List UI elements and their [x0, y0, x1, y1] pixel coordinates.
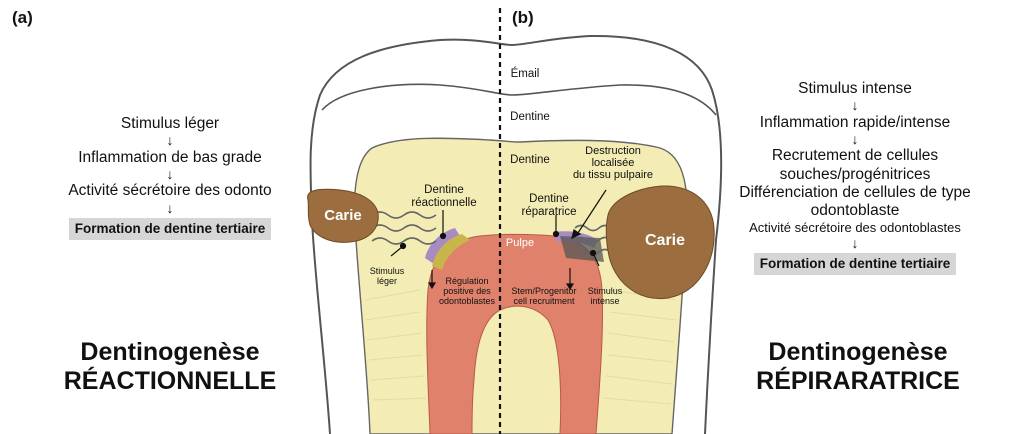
label-destruction: Destruction localisée du tissu pulpaire	[572, 145, 654, 182]
pulp-region	[426, 233, 604, 434]
arrow-down-icon: ↓	[851, 97, 859, 114]
left-flow: Stimulus léger ↓ Inflammation de bas gra…	[20, 115, 320, 240]
left-step-1: Stimulus léger	[120, 115, 220, 132]
caries-left	[307, 188, 379, 243]
right-step-4a: Différenciation de cellules de type	[739, 183, 971, 201]
label-stimulus-intense: Stimulus intense	[587, 286, 623, 307]
right-flow: Stimulus intense ↓ Inflammation rapide/i…	[725, 80, 985, 276]
label-stimulus-leger: Stimulus léger	[369, 266, 405, 287]
label-carie-right: Carie	[644, 232, 686, 249]
panel-label-b: (b)	[512, 8, 534, 27]
left-step-3: Activité sécrétoire des odonto	[68, 182, 272, 200]
arrow-down-icon: ↓	[166, 132, 174, 149]
caries-right	[605, 185, 715, 300]
right-final: Formation de dentine tertiaire	[753, 253, 957, 276]
label-pulpe: Pulpe	[505, 237, 535, 249]
right-step-4b: odontoblaste	[810, 202, 900, 220]
right-title: Dentinogenèse RÉPIRARATRICE	[756, 338, 960, 395]
label-regulation: Régulation positive des odontoblastes	[438, 276, 496, 307]
panel-label-a: (a)	[12, 8, 33, 27]
label-stem: Stem/Progenitor cell recruitment	[511, 286, 577, 307]
left-final: Formation de dentine tertiaire	[68, 218, 272, 240]
arrow-down-icon: ↓	[166, 165, 174, 182]
left-title: Dentinogenèse RÉACTIONNELLE	[63, 338, 277, 395]
arrow-down-icon: ↓	[851, 130, 859, 147]
arrow-down-icon: ↓	[851, 234, 859, 251]
right-step-1: Stimulus intense	[798, 80, 912, 97]
label-dentine-reactionnelle: Dentine réactionnelle	[411, 184, 477, 209]
right-step-5: Activité sécrétoire des odontoblastes	[749, 220, 961, 236]
label-dentine: Dentine	[510, 154, 550, 166]
right-step-3a: Recrutement de cellules	[771, 147, 939, 165]
label-dentine-top: Dentine	[510, 111, 550, 123]
arrow-down-icon: ↓	[166, 199, 174, 216]
right-step-2: Inflammation rapide/intense	[759, 113, 951, 131]
label-email: Émail	[510, 68, 540, 80]
left-step-2: Inflammation de bas grade	[78, 148, 262, 166]
right-step-3b: souches/progénitrices	[779, 165, 931, 183]
label-carie-left: Carie	[324, 207, 362, 224]
label-dentine-reparatrice: Dentine réparatrice	[521, 193, 577, 218]
